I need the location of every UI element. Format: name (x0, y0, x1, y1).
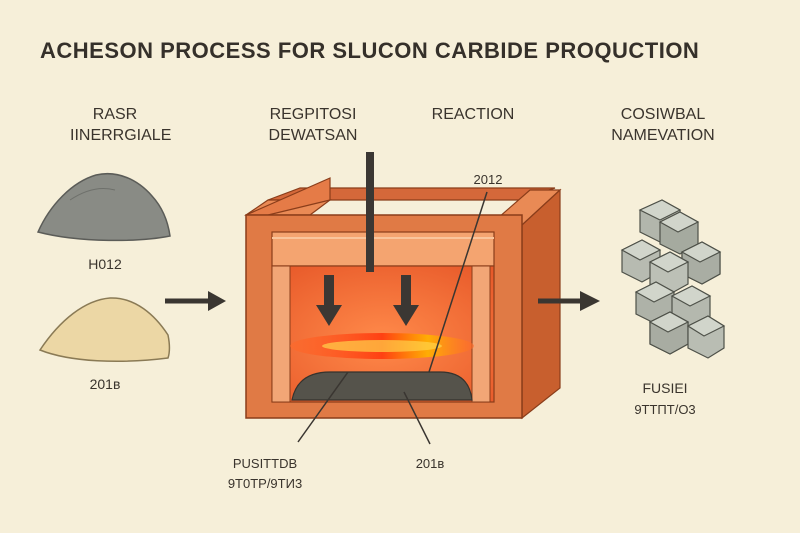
reaction-header: REACTION (431, 106, 515, 123)
raw-header-line2: IINERRGIALE (70, 127, 172, 144)
output-arrow (538, 291, 600, 311)
electrode (366, 152, 374, 272)
furnace-header-line2: DEWATSAN (268, 127, 358, 144)
raw-materials-header: RASR IINERRGIALE (70, 104, 172, 146)
product-header-line1: COSIWBAL (620, 106, 706, 123)
raw-top-label: Н012 (88, 256, 122, 272)
raw-bottom-label: 201в (89, 376, 121, 392)
product-header: COSIWBAL NAMEVATION (598, 104, 728, 146)
product-label-line2: 9TТПТ/О3 (634, 402, 696, 417)
input-arrow (165, 291, 226, 311)
gray-raw-material-pile (36, 173, 171, 242)
heat-arrow-right (393, 275, 419, 326)
product-header-line2: NAMEVATION (611, 127, 715, 144)
sand-raw-material-pile (38, 297, 171, 363)
product-label-line1: FUSIEI (642, 380, 688, 396)
raw-header-line1: RASR (92, 106, 138, 123)
page-title: ACHESON PROCESS FOR SLUCON CARBIDE PROQU… (40, 38, 700, 63)
bottom-left-label-line2: 9T0TP/9ТИ3 (227, 476, 303, 491)
furnace (244, 177, 562, 420)
reaction-value-label: 2012 (473, 172, 503, 187)
furnace-header-line1: REGPITOSI (269, 106, 357, 123)
reaction-leader-line (428, 191, 488, 373)
heat-arrow-left (316, 275, 342, 326)
bottom-left-leader-line (297, 371, 349, 443)
furnace-header: REGPITOSI DEWATSAN (258, 104, 368, 146)
bottom-left-label-line1: PUSITTDB (232, 456, 298, 471)
bottom-mid-leader-line (403, 391, 431, 445)
silicon-carbide-crystals (620, 199, 726, 359)
bottom-mid-label: 201в (415, 456, 445, 471)
